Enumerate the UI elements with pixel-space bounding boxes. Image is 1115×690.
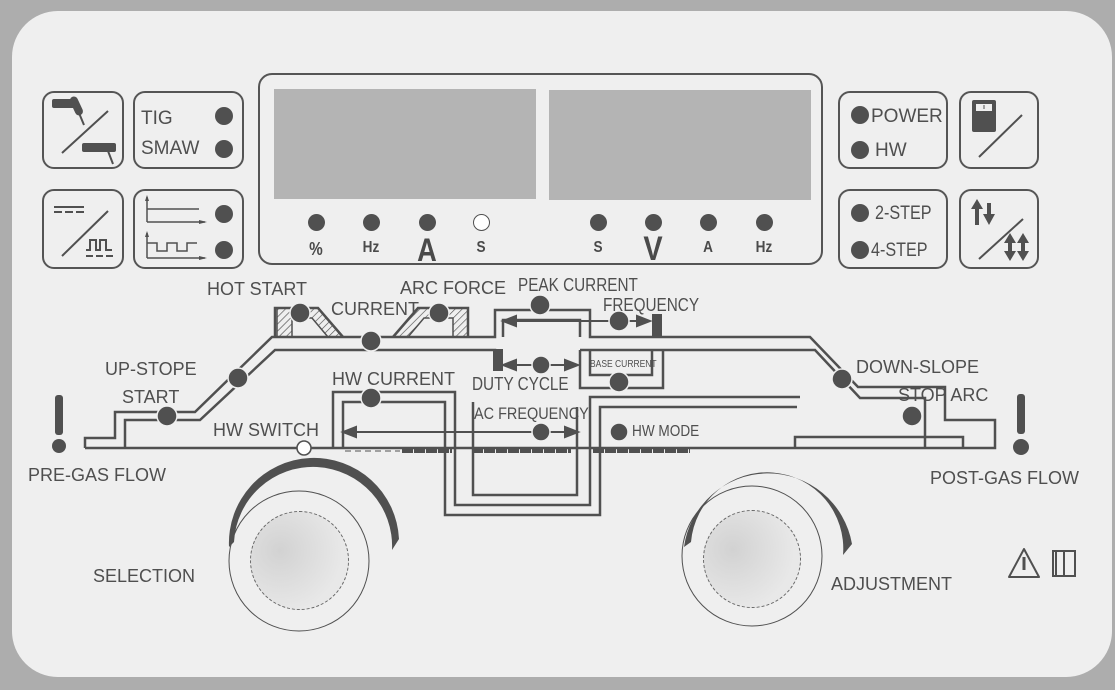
main-current-outline xyxy=(83,308,997,450)
waveform-indicator-panel xyxy=(133,189,244,269)
amps-led-right xyxy=(700,214,717,231)
hw-label: HW xyxy=(875,140,907,161)
tig-label: TIG xyxy=(141,108,173,129)
hw-current-label: HW CURRENT xyxy=(332,369,455,389)
hot-start-label: HOT START xyxy=(207,279,308,299)
amps-unit-left: A xyxy=(417,232,437,268)
process-indicator-panel: TIG SMAW xyxy=(133,91,244,169)
pre-gas-flow-label: PRE-GAS FLOW xyxy=(28,465,167,485)
right-display-screen xyxy=(549,90,811,200)
current-label: CURRENT xyxy=(331,299,419,319)
remote-select-button[interactable] xyxy=(959,91,1039,169)
trigger-indicator-panel: 2-STEP 4-STEP xyxy=(838,189,948,269)
hw-led xyxy=(851,141,869,159)
seconds-unit-left: S xyxy=(476,239,486,256)
start-label: START xyxy=(122,387,180,407)
start-node xyxy=(156,405,178,427)
base-current-label: BASE CURRENT xyxy=(590,359,657,370)
trigger-select-button[interactable] xyxy=(959,189,1039,269)
hw-current-node xyxy=(360,387,382,409)
percent-led xyxy=(308,214,325,231)
amps-unit-right: A xyxy=(703,239,713,256)
volts-led xyxy=(645,214,662,231)
percent-unit: % xyxy=(309,239,323,259)
dc-pulse-icon xyxy=(54,206,113,257)
duty-cycle-label: DUTY CYCLE xyxy=(472,374,569,394)
power-label: POWER xyxy=(871,106,943,127)
hz-led-left xyxy=(363,214,380,231)
pulse-led xyxy=(215,241,233,259)
pulse-waveform-icon xyxy=(145,231,207,260)
current-type-select-button[interactable] xyxy=(42,189,124,269)
volts-unit: V xyxy=(643,230,663,268)
warning-triangle-icon xyxy=(1008,548,1040,578)
peak-current-label: PEAK CURRENT xyxy=(518,275,638,295)
seconds-unit-right: S xyxy=(593,239,603,256)
hz-unit-left: Hz xyxy=(362,239,380,256)
adjustment-label: ADJUSTMENT xyxy=(831,574,952,594)
frequency-label: FREQUENCY xyxy=(603,295,700,315)
2-step-led xyxy=(851,204,869,222)
down-slope-node xyxy=(831,368,853,390)
arc-force-label: ARC FORCE xyxy=(400,278,507,298)
smaw-label: SMAW xyxy=(141,138,200,159)
pre-gas-cylinder-icon xyxy=(52,395,66,453)
hw-mode-label: HW MODE xyxy=(632,423,700,440)
arc-force-node xyxy=(428,302,450,324)
current-node xyxy=(360,330,382,352)
frequency-node xyxy=(608,310,630,332)
hot-start-node xyxy=(289,302,311,324)
frequency-arrow-right xyxy=(636,314,653,328)
power-led xyxy=(851,106,869,124)
stop-arc-node xyxy=(901,405,923,427)
selection-label: SELECTION xyxy=(93,566,196,586)
down-slope-label: DOWN-SLOPE xyxy=(856,357,980,377)
peak-current-node xyxy=(529,294,551,316)
dc-flat-waveform-icon xyxy=(145,195,207,224)
left-display-screen xyxy=(274,89,536,199)
status-indicator-panel: POWER HW xyxy=(838,91,948,169)
display-panel: % Hz A S S V A Hz xyxy=(258,73,823,268)
frequency-arrow-left xyxy=(500,314,517,328)
dc-led xyxy=(215,205,233,223)
manual-book-icon xyxy=(1052,550,1076,577)
process-select-button[interactable] xyxy=(42,91,124,169)
up-slope-label: UP-STOPE xyxy=(105,359,197,379)
remote-control-icon xyxy=(972,100,1023,158)
post-gas-flow-label: POST-GAS FLOW xyxy=(930,468,1080,488)
duty-cycle-node xyxy=(531,355,551,375)
seconds-led-left xyxy=(473,214,490,231)
4-step-led xyxy=(851,241,869,259)
stop-arc-label: STOP ARC xyxy=(898,385,989,405)
ac-frequency-label: AC FREQUENCY xyxy=(474,404,589,423)
hw-switch-node xyxy=(296,440,312,456)
seconds-led-right xyxy=(590,214,607,231)
hz-unit-right: Hz xyxy=(755,239,773,256)
base-current-node xyxy=(608,371,630,393)
hz-led-right xyxy=(756,214,773,231)
torch-electrode-icon xyxy=(52,96,116,165)
4-step-label: 4-STEP xyxy=(871,240,928,261)
tig-led xyxy=(215,107,233,125)
selection-knob-ring xyxy=(228,490,370,632)
hw-mode-node xyxy=(609,422,629,442)
up-slope-node xyxy=(227,367,249,389)
post-gas-cylinder-icon xyxy=(1013,394,1029,455)
adjustment-knob[interactable] xyxy=(703,510,801,608)
smaw-led xyxy=(215,140,233,158)
adjustment-knob-ring xyxy=(681,485,823,627)
amps-led-left xyxy=(419,214,436,231)
hw-switch-label: HW SWITCH xyxy=(213,420,319,440)
2-step-label: 2-STEP xyxy=(875,203,932,224)
ac-frequency-node xyxy=(531,422,551,442)
selection-knob[interactable] xyxy=(250,511,349,610)
trigger-mode-arrows-icon xyxy=(971,199,1029,261)
